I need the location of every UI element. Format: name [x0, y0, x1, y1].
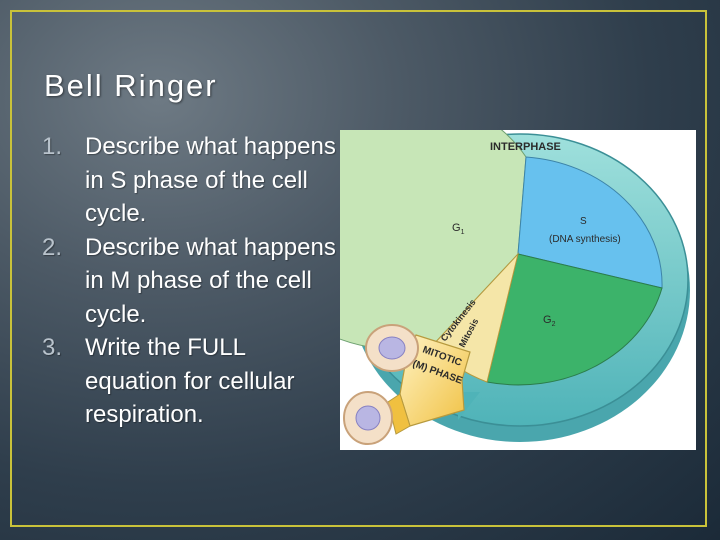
- mitotic-block-side: [387, 393, 411, 435]
- slide-border: [10, 10, 707, 527]
- question-item: 3. Write the FULL equation for cellular …: [42, 331, 342, 432]
- cell-cycle-diagram: INTERPHASE G1 S (DNA synthesis) G2 Cytok…: [340, 130, 696, 450]
- cell-nucleus: [378, 336, 406, 360]
- question-text: Describe what happens in M phase of the …: [85, 233, 336, 328]
- question-text: Write the FULL equation for cellular res…: [85, 334, 295, 428]
- cell-nucleus: [355, 405, 381, 431]
- s-sector: [517, 156, 663, 289]
- cell-cycle-svg: INTERPHASE G1 S (DNA synthesis) G2 Cytok…: [340, 130, 690, 445]
- question-text: Describe what happens in S phase of the …: [85, 133, 336, 227]
- question-number: 3.: [42, 334, 63, 361]
- s-label: S: [580, 216, 587, 227]
- question-item: 1. Describe what happens in S phase of t…: [42, 130, 342, 231]
- g1-letter: G: [452, 222, 461, 234]
- question-item: 2. Describe what happens in M phase of t…: [42, 231, 342, 332]
- g2-label: G2: [543, 314, 556, 328]
- question-number: 2.: [42, 233, 63, 261]
- s-detail-label: (DNA synthesis): [549, 234, 621, 245]
- g1-label: G1: [452, 222, 465, 236]
- g2-letter: G: [543, 314, 552, 326]
- g2-subscript: 2: [552, 321, 556, 328]
- slide-title: Bell Ringer: [44, 68, 218, 103]
- g1-subscript: 1: [461, 229, 465, 236]
- g2-sector: [486, 253, 663, 386]
- question-number: 1.: [42, 133, 63, 160]
- interphase-label: INTERPHASE: [490, 141, 561, 153]
- question-list: 1. Describe what happens in S phase of t…: [42, 130, 342, 432]
